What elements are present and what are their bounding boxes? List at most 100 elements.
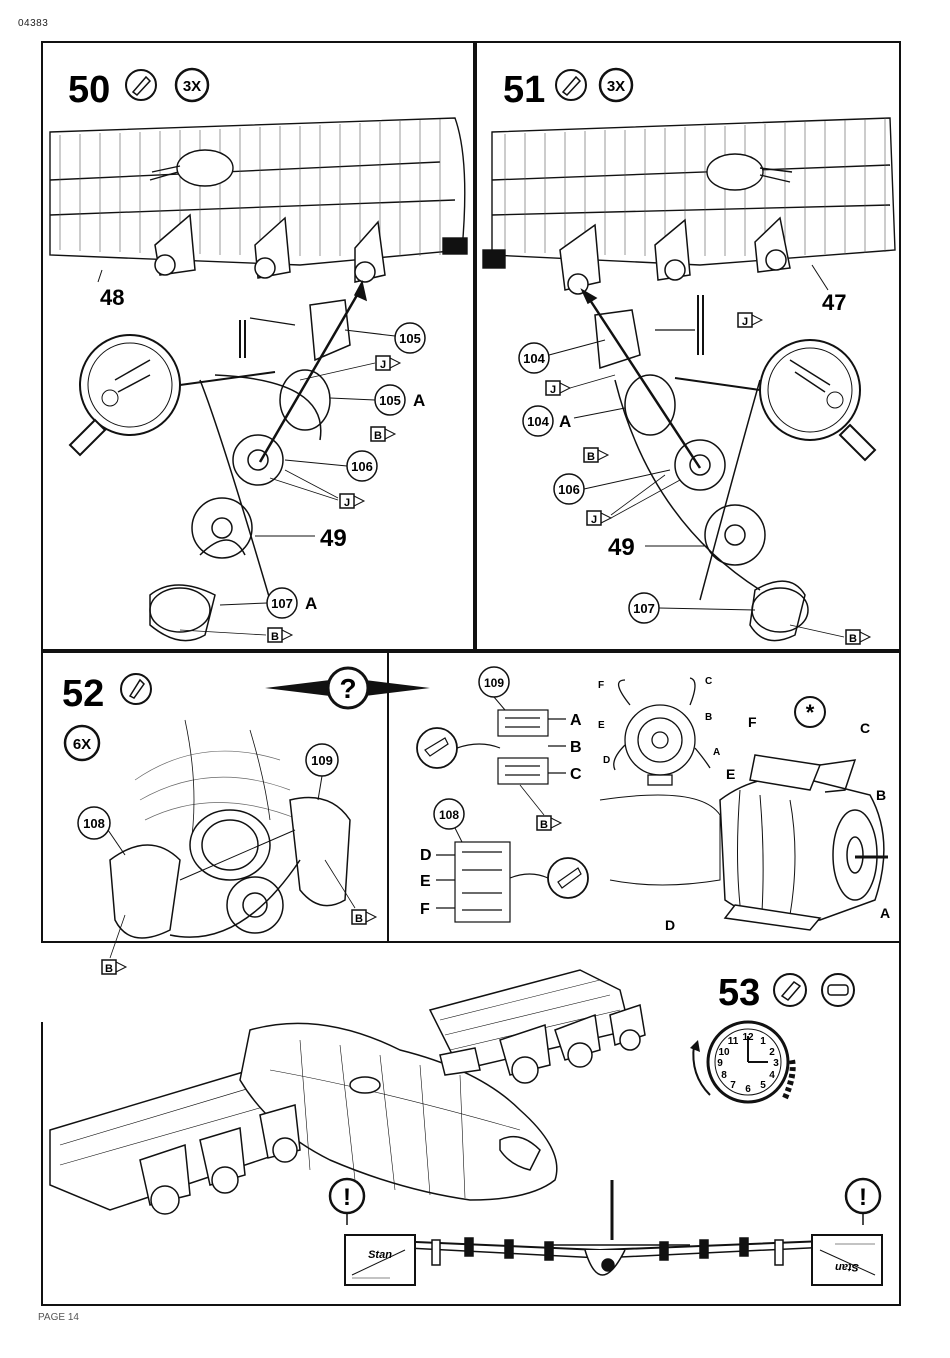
svg-text:C: C (860, 720, 870, 736)
svg-text:104: 104 (523, 351, 545, 366)
svg-text:108: 108 (83, 816, 105, 831)
svg-text:12: 12 (742, 1032, 754, 1043)
svg-text:7: 7 (730, 1080, 736, 1091)
step-52: 52 6X ? (62, 667, 890, 975)
paint-brush-icon (126, 70, 156, 100)
svg-text:1: 1 (760, 1036, 766, 1047)
part-callout-107: 107 (629, 593, 755, 623)
aircraft-drawing (50, 970, 630, 1210)
svg-text:107: 107 (271, 596, 293, 611)
asterisk-icon: * (795, 697, 825, 727)
part-callout-105a: 105 A (330, 385, 425, 415)
glue-icon (121, 674, 151, 704)
svg-text:9: 9 (717, 1058, 723, 1069)
color-code-b: B (371, 427, 395, 442)
svg-text:10: 10 (718, 1047, 730, 1058)
svg-text:109: 109 (311, 753, 333, 768)
svg-text:*: * (806, 700, 815, 725)
svg-text:106: 106 (351, 459, 373, 474)
svg-text:A: A (305, 594, 317, 613)
decal-left: Stan (345, 1235, 415, 1285)
glue-icon (774, 974, 806, 1006)
svg-text:B: B (705, 712, 712, 723)
svg-text:F: F (598, 680, 604, 691)
svg-text:E: E (598, 720, 605, 731)
svg-text:!: ! (859, 1184, 867, 1211)
svg-text:A: A (570, 712, 582, 729)
svg-text:D: D (420, 847, 432, 864)
wing-ref-label: 48 (100, 285, 124, 310)
paint-brush-icon (556, 70, 586, 100)
wing-drawing (483, 118, 895, 268)
question-icon: ? (265, 668, 430, 708)
svg-text:B: B (105, 963, 113, 975)
svg-text:105: 105 (379, 393, 401, 408)
svg-text:6: 6 (745, 1084, 751, 1095)
svg-text:108: 108 (439, 808, 459, 822)
svg-text:E: E (726, 766, 735, 782)
exploded-engine (150, 282, 366, 641)
svg-text:B: B (355, 913, 363, 925)
svg-text:B: B (540, 819, 548, 831)
svg-text:D: D (665, 917, 675, 933)
engine-front-view (614, 678, 710, 785)
warning-icon: ! (846, 1179, 880, 1225)
svg-text:A: A (713, 747, 720, 758)
svg-text:Stan: Stan (835, 1261, 859, 1273)
part-callout-107a: 107 A (220, 588, 317, 618)
svg-text:B: B (849, 633, 857, 645)
svg-text:Stan: Stan (368, 1249, 392, 1261)
engine-ref-label: 49 (608, 534, 635, 561)
step-number: 50 (68, 69, 110, 111)
part-callout-109: 109 (306, 744, 338, 800)
svg-text:D: D (603, 755, 610, 766)
svg-text:6X: 6X (73, 736, 91, 753)
svg-text:3X: 3X (183, 78, 201, 95)
color-code-j: J (738, 313, 762, 328)
svg-text:2: 2 (769, 1047, 775, 1058)
svg-text:106: 106 (558, 482, 580, 497)
step-53: 53 12 1 2 3 4 5 6 7 8 9 (50, 970, 882, 1285)
svg-text:107: 107 (633, 601, 655, 616)
part-callout-109: 109 (479, 667, 509, 710)
svg-text:J: J (344, 497, 350, 509)
svg-text:!: ! (343, 1184, 351, 1211)
part-callout-106: 106 (285, 451, 377, 481)
svg-text:J: J (591, 514, 597, 526)
color-code-b: B (584, 448, 608, 463)
color-code-j: J (587, 475, 680, 526)
svg-text:8: 8 (721, 1070, 727, 1081)
step-number: 51 (503, 69, 545, 111)
part-callout-108: 108 (434, 799, 464, 842)
svg-text:J: J (380, 359, 386, 371)
svg-text:C: C (705, 676, 712, 687)
svg-text:?: ? (339, 673, 356, 704)
svg-text:F: F (748, 714, 757, 730)
exploded-engine (582, 290, 808, 641)
svg-text:5: 5 (760, 1080, 766, 1091)
step-number: 53 (718, 972, 760, 1014)
svg-text:11: 11 (728, 1036, 739, 1047)
svg-text:B: B (876, 787, 886, 803)
decal-right: Stan (812, 1235, 882, 1285)
svg-text:A: A (413, 391, 425, 410)
svg-text:J: J (742, 316, 748, 328)
svg-text:109: 109 (484, 676, 504, 690)
svg-text:3X: 3X (607, 78, 625, 95)
svg-text:E: E (420, 873, 431, 890)
color-code-b: B (520, 785, 561, 831)
svg-text:B: B (374, 430, 382, 442)
svg-text:C: C (570, 766, 582, 783)
svg-text:J: J (550, 384, 556, 396)
step-50: 50 3X 48 (50, 69, 467, 643)
tape-icon (822, 974, 854, 1006)
quantity-badge: 3X (600, 69, 632, 101)
clock-icon: 12 1 2 3 4 5 6 7 8 9 10 11 (690, 1022, 793, 1102)
step-51: 51 3X 47 (483, 69, 895, 645)
svg-text:A: A (880, 905, 890, 921)
svg-text:105: 105 (399, 331, 421, 346)
part-callout-108: 108 (78, 807, 125, 855)
quantity-badge: 6X (65, 726, 99, 760)
color-code-j: J (546, 375, 615, 396)
